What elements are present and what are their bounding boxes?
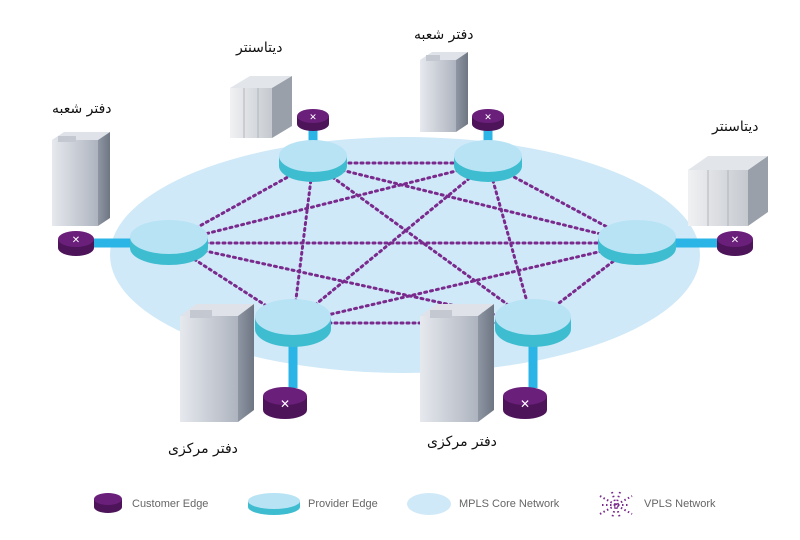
svg-text:✕: ✕ bbox=[309, 113, 317, 123]
pe-node-bottom-left bbox=[255, 299, 331, 347]
label-hq-left: دفتر مرکزی bbox=[168, 441, 238, 457]
label-branch-left: دفتر شعبه bbox=[52, 101, 112, 117]
label-branch-top: دفتر شعبه bbox=[414, 27, 474, 43]
label-hq-right: دفتر مرکزی bbox=[427, 434, 497, 450]
branch-office-building-left bbox=[52, 132, 110, 226]
legend-vpls-icon bbox=[599, 491, 633, 519]
pe-node-top-right bbox=[454, 140, 522, 182]
pe-node-top-left bbox=[279, 140, 347, 182]
svg-text:✕: ✕ bbox=[72, 235, 80, 246]
legend-mpls-core-label: MPLS Core Network bbox=[459, 498, 560, 510]
legend-vpls-label: VPLS Network bbox=[644, 498, 716, 510]
pe-node-right bbox=[598, 220, 676, 265]
svg-text:✕: ✕ bbox=[280, 397, 290, 411]
legend-provider-edge-label: Provider Edge bbox=[308, 498, 378, 510]
datacenter-rack-top-left bbox=[230, 76, 292, 138]
headquarters-building-right bbox=[420, 304, 494, 422]
legend-provider-edge-icon bbox=[248, 493, 300, 515]
legend-customer-edge-icon bbox=[94, 493, 122, 513]
headquarters-building-left bbox=[180, 304, 254, 422]
branch-office-building-top bbox=[420, 52, 468, 132]
customer-edge-router-datacenter-right: ✕ bbox=[717, 231, 753, 256]
label-datacenter-top-left: دیتاسنتر bbox=[236, 40, 283, 56]
customer-edge-router-branch-top: ✕ bbox=[472, 109, 504, 131]
svg-text:✕: ✕ bbox=[520, 397, 530, 411]
customer-edge-router-branch-left: ✕ bbox=[58, 231, 94, 256]
pe-node-left bbox=[130, 220, 208, 265]
access-links bbox=[92, 125, 722, 388]
legend-mpls-core-icon bbox=[407, 493, 451, 515]
pe-node-bottom-right bbox=[495, 299, 571, 347]
customer-edge-router-datacenter-top: ✕ bbox=[297, 109, 329, 131]
legend-customer-edge-label: Customer Edge bbox=[132, 498, 209, 510]
customer-edge-router-hq-left: ✕ bbox=[263, 387, 307, 419]
svg-text:✕: ✕ bbox=[731, 235, 739, 246]
customer-edge-router-hq-right: ✕ bbox=[503, 387, 547, 419]
svg-text:✕: ✕ bbox=[484, 113, 492, 123]
datacenter-rack-right bbox=[688, 156, 768, 226]
label-datacenter-right: دیتاسنتر bbox=[712, 119, 759, 135]
